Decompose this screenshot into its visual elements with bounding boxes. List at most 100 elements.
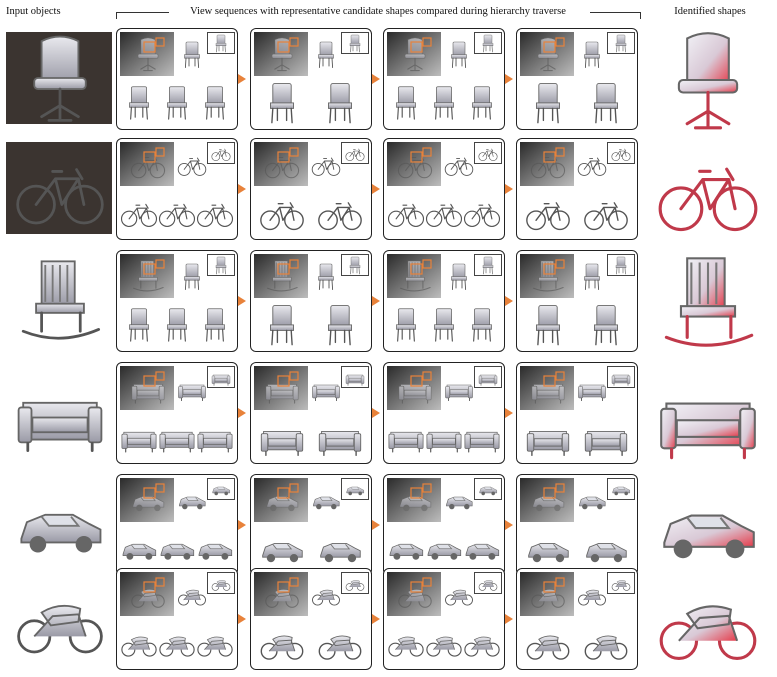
view-panel (250, 138, 372, 240)
candidate-shape-image (341, 32, 369, 54)
traverse-arrow-icon (238, 184, 246, 194)
identified-shape-image (645, 138, 771, 242)
candidate-shape-image (520, 301, 576, 347)
traverse-arrow-icon (505, 520, 513, 530)
candidate-shape-image (520, 619, 576, 665)
depth-view-image (254, 366, 308, 410)
candidate-shape-image (387, 525, 425, 571)
depth-view-image (254, 142, 308, 186)
identified-shapes-heading: Identified shapes (674, 6, 746, 17)
candidate-shape-image (312, 301, 368, 347)
candidate-shape-image (520, 413, 576, 459)
candidate-shape-image (341, 254, 369, 276)
candidate-shape-image (311, 572, 341, 616)
candidate-shape-image (177, 142, 207, 186)
candidate-shape-image (312, 189, 368, 235)
traverse-arrow-icon (505, 296, 513, 306)
candidate-shape-image (444, 32, 474, 76)
candidate-shape-image (387, 301, 425, 347)
candidate-shape-image (312, 79, 368, 125)
view-panel (250, 250, 372, 352)
candidate-shape-image (425, 189, 463, 235)
candidate-shape-image (207, 142, 235, 164)
candidate-shape-image (158, 525, 196, 571)
input-object-image (6, 32, 112, 124)
candidate-shape-image (196, 619, 234, 665)
candidate-shape-image (311, 478, 341, 522)
candidate-shape-image (254, 301, 310, 347)
depth-view-image (120, 572, 174, 616)
candidate-shape-image (425, 525, 463, 571)
view-panel (383, 250, 505, 352)
candidate-shape-image (196, 301, 234, 347)
candidate-shape-image (120, 189, 158, 235)
candidate-shape-image (387, 413, 425, 459)
traverse-arrow-icon (505, 408, 513, 418)
candidate-shape-image (577, 142, 607, 186)
candidate-shape-image (578, 413, 634, 459)
traverse-arrow-icon (238, 520, 246, 530)
candidate-shape-image (177, 366, 207, 410)
candidate-shape-image (607, 478, 635, 500)
identified-shape-image (645, 362, 771, 466)
candidate-shape-image (463, 619, 501, 665)
figure-row (0, 362, 777, 466)
candidate-shape-image (311, 366, 341, 410)
depth-view-image (387, 478, 441, 522)
traverse-arrow-icon (505, 184, 513, 194)
candidate-shape-image (254, 79, 310, 125)
view-panel (516, 138, 638, 240)
candidate-shape-image (577, 572, 607, 616)
traverse-arrow-icon (238, 74, 246, 84)
candidate-shape-image (158, 301, 196, 347)
traverse-arrow-icon (372, 184, 380, 194)
candidate-shape-image (463, 189, 501, 235)
view-panel (516, 568, 638, 670)
candidate-shape-image (577, 478, 607, 522)
candidate-shape-image (578, 189, 634, 235)
view-panel (116, 474, 238, 576)
candidate-shape-image (474, 32, 502, 54)
traverse-arrow-icon (372, 614, 380, 624)
view-panel (383, 138, 505, 240)
candidate-shape-image (207, 572, 235, 594)
candidate-shape-image (158, 189, 196, 235)
input-objects-heading: Input objects (6, 6, 61, 17)
candidate-shape-image (607, 142, 635, 164)
candidate-shape-image (177, 32, 207, 76)
depth-view-image (387, 572, 441, 616)
traverse-arrow-icon (505, 74, 513, 84)
traverse-arrow-icon (372, 520, 380, 530)
candidate-shape-image (311, 254, 341, 298)
figure-row (0, 568, 777, 672)
figure-row (0, 28, 777, 132)
candidate-shape-image (254, 525, 310, 571)
candidate-shape-image (578, 79, 634, 125)
candidate-shape-image (196, 525, 234, 571)
candidate-shape-image (578, 619, 634, 665)
candidate-shape-image (425, 413, 463, 459)
depth-view-image (520, 32, 574, 76)
view-panel (116, 362, 238, 464)
candidate-shape-image (577, 254, 607, 298)
identified-shape-image (645, 568, 771, 672)
candidate-shape-image (312, 525, 368, 571)
candidate-shape-image (254, 619, 310, 665)
candidate-shape-image (341, 478, 369, 500)
view-panel (116, 568, 238, 670)
candidate-shape-image (578, 301, 634, 347)
candidate-shape-image (207, 254, 235, 276)
candidate-shape-image (520, 189, 576, 235)
traverse-arrow-icon (238, 614, 246, 624)
candidate-shape-image (341, 142, 369, 164)
depth-view-image (520, 366, 574, 410)
candidate-shape-image (341, 366, 369, 388)
candidate-shape-image (444, 366, 474, 410)
candidate-shape-image (196, 189, 234, 235)
view-panel (516, 250, 638, 352)
input-object-image (6, 366, 112, 458)
depth-view-image (120, 142, 174, 186)
candidate-shape-image (444, 572, 474, 616)
depth-view-image (387, 366, 441, 410)
candidate-shape-image (312, 413, 368, 459)
